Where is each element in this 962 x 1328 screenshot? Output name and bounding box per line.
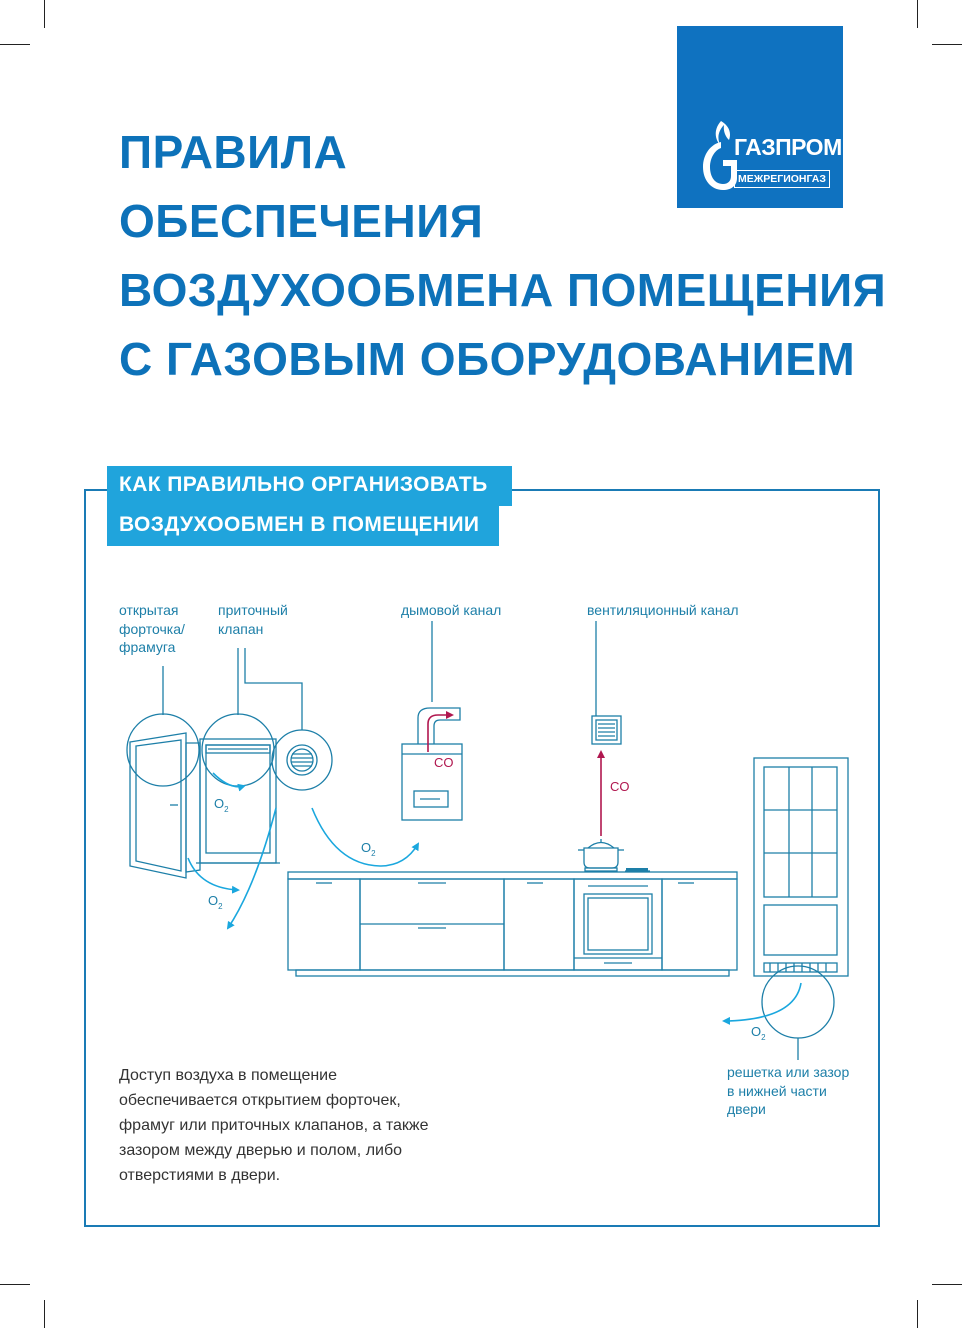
- crop-mark: [932, 1284, 962, 1285]
- crop-mark: [44, 0, 45, 28]
- gazprom-logo: ГАЗПРОМ МЕЖРЕГИОНГАЗ: [677, 26, 843, 208]
- crop-mark: [917, 0, 918, 28]
- crop-mark: [0, 44, 30, 45]
- crop-mark: [0, 1284, 30, 1285]
- crop-mark: [932, 44, 962, 45]
- door-grille-label: решетка или зазор в нижней части двери: [727, 1064, 850, 1117]
- page-title: ПРАВИЛА ОБЕСПЕЧЕНИЯ ВОЗДУХООБМЕНА ПОМЕЩЕ…: [119, 118, 886, 394]
- logo-name: ГАЗПРОМ: [734, 134, 842, 160]
- flue-label: дымовой канал: [401, 602, 502, 618]
- title-line: ВОЗДУХООБМЕНА ПОМЕЩЕНИЯ: [119, 264, 887, 316]
- section-heading-line: КАК ПРАВИЛЬНО ОРГАНИЗОВАТЬ: [107, 466, 512, 506]
- body-paragraph: Доступ воздуха в помещение обеспечиваетс…: [119, 1067, 429, 1184]
- crop-mark: [917, 1300, 918, 1328]
- title-line: ПРАВИЛА: [119, 126, 348, 178]
- title-line: ОБЕСПЕЧЕНИЯ: [119, 195, 484, 247]
- window-label: открытая форточка/ фрамуга: [119, 602, 185, 655]
- crop-mark: [44, 1300, 45, 1328]
- valve-label: приточный клапан: [218, 602, 288, 637]
- title-line: С ГАЗОВЫМ ОБОРУДОВАНИЕМ: [119, 333, 856, 385]
- vent-label: вентиляционный канал: [587, 602, 739, 618]
- section-heading-line: ВОЗДУХООБМЕН В ПОМЕЩЕНИИ: [107, 506, 499, 546]
- flame-icon: [703, 121, 737, 190]
- logo-subtitle: МЕЖРЕГИОНГАЗ: [734, 170, 830, 188]
